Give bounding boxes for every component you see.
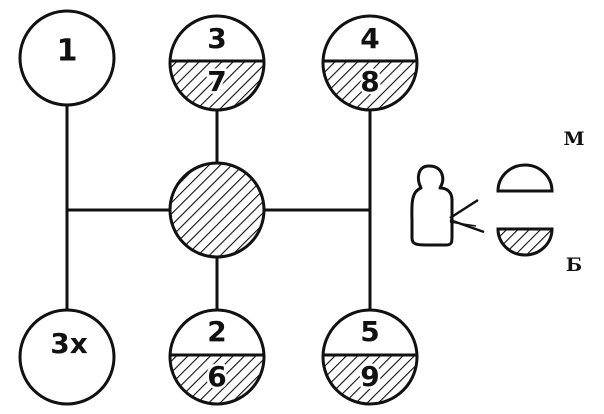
gear-9-label: 9 bbox=[360, 360, 379, 393]
gear-7-label: 7 bbox=[207, 65, 226, 98]
lower-range-half-circle bbox=[496, 227, 554, 257]
gear-3x-label: 3x bbox=[50, 327, 88, 360]
upper-range-half-circle bbox=[496, 163, 554, 193]
gear-1-circle: 1 bbox=[18, 9, 116, 107]
range-label-lower: Б bbox=[566, 254, 582, 276]
shift-gate-lines bbox=[65, 105, 372, 312]
gear-2-6-circle: 2 6 bbox=[168, 308, 266, 406]
gear-6-label: 6 bbox=[207, 360, 226, 393]
gear-4-label: 4 bbox=[360, 22, 379, 55]
neutral-position-circle bbox=[168, 161, 266, 259]
gear-5-9-circle: 5 9 bbox=[321, 308, 419, 406]
range-label-upper: М bbox=[563, 128, 584, 150]
gear-1-label: 1 bbox=[57, 34, 78, 69]
range-lever-icon bbox=[410, 164, 485, 247]
gear-3x-circle: 3x bbox=[18, 308, 116, 406]
gear-8-label: 8 bbox=[360, 65, 379, 98]
gear-4-8-circle: 4 8 bbox=[321, 14, 419, 112]
gear-3-7-circle: 3 7 bbox=[168, 14, 266, 112]
gear-2-label: 2 bbox=[207, 315, 226, 348]
gear-5-label: 5 bbox=[360, 315, 379, 348]
gear-3-label: 3 bbox=[207, 22, 226, 55]
